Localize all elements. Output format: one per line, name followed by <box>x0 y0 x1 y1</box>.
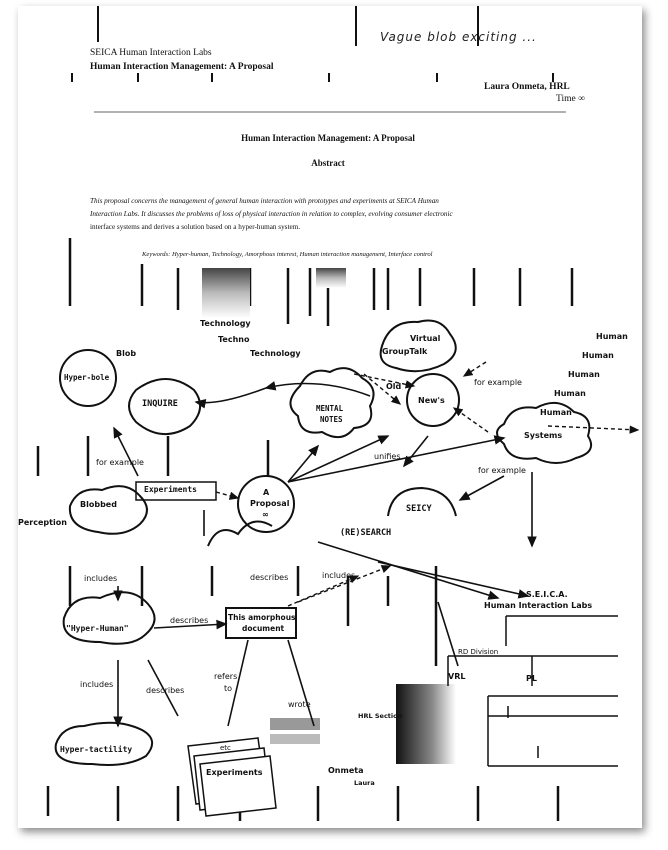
label-experiments-stack: Experiments <box>206 768 263 777</box>
label-for-example-1: for example <box>474 378 522 387</box>
label-proposal-a: A <box>263 488 269 497</box>
research-arc <box>208 522 272 547</box>
connector-arrows <box>114 384 532 727</box>
org-chart <box>448 616 618 766</box>
label-hyper-bole: Hyper-bole <box>64 373 109 382</box>
hyper-tactility-cloud <box>56 723 152 765</box>
label-includes-3: includes <box>80 680 113 689</box>
label-wrote: wrote <box>288 700 311 709</box>
label-technology: Technology <box>200 319 251 328</box>
label-techno: Techno <box>218 335 249 344</box>
label-mental: MENTAL <box>316 404 343 413</box>
label-unifies: unifies <box>374 452 401 461</box>
label-describes-1: describes <box>250 573 288 582</box>
label-notes: NOTES <box>320 415 343 424</box>
label-etc: etc <box>220 744 231 752</box>
label-laura: Laura <box>354 779 375 787</box>
label-describes-3: describes <box>146 686 184 695</box>
label-includes-1: includes <box>322 571 355 580</box>
label-blobbed: Blobbed <box>80 500 117 509</box>
glitch-gradient-block <box>270 734 320 744</box>
label-vrl: VRL <box>448 672 465 681</box>
label-human-5: Human <box>540 408 572 417</box>
label-blob: Blob <box>116 349 136 358</box>
label-includes-2: includes <box>84 574 117 583</box>
label-proposal: Proposal <box>250 499 289 508</box>
label-rd-division: RD Division <box>458 648 498 656</box>
label-seicy: SEICY <box>406 504 432 514</box>
label-human-3: Human <box>568 370 600 379</box>
document-page: SEICA Human Interaction Labs Human Inter… <box>18 6 642 828</box>
label-seica: S.E.I.C.A. <box>526 590 568 599</box>
glitch-ticks <box>72 6 553 82</box>
label-amorphous: This amorphous <box>228 613 296 622</box>
label-hrl-section: HRL Section <box>358 712 402 720</box>
label-perception: Perception <box>18 518 67 527</box>
label-for-example-2: for example <box>478 466 526 475</box>
label-news: New's <box>418 396 445 405</box>
experiments-stack <box>188 738 276 816</box>
glitch-gradient-block <box>316 268 346 288</box>
label-document: document <box>242 624 284 633</box>
label-inquire: INQUIRE <box>142 399 178 409</box>
label-human-interaction-labs: Human Interaction Labs <box>484 601 592 610</box>
label-research: (RE)SEARCH <box>340 528 391 538</box>
label-human-2: Human <box>582 351 614 360</box>
label-old: Old <box>386 382 401 391</box>
label-pl: PL <box>526 674 537 683</box>
label-human-1: Human <box>596 332 628 341</box>
glitch-bars <box>38 238 572 821</box>
label-experiments: Experiments <box>144 485 197 494</box>
label-describes-2: describes <box>170 616 208 625</box>
label-grouptalk: GroupTalk <box>382 347 427 356</box>
label-hyper-tactility: Hyper-tactility <box>60 745 132 754</box>
virtual-grouptalk-cloud <box>381 321 456 372</box>
glitch-gradient-block <box>202 268 250 318</box>
label-to: to <box>224 684 232 693</box>
label-refers: refers <box>214 672 237 681</box>
label-proposal-infinity: ∞ <box>262 510 269 519</box>
label-onmeta: Onmeta <box>328 766 363 775</box>
mental-notes-cloud <box>290 368 373 437</box>
label-systems: Systems <box>524 431 562 440</box>
label-hyper-human: "Hyper-Human" <box>66 624 129 633</box>
label-technology-2: Technology <box>250 349 301 358</box>
label-virtual: Virtual <box>410 334 440 343</box>
label-for-example-3: for example <box>96 458 144 467</box>
glitch-gradient-block <box>396 684 456 764</box>
label-human-4: Human <box>554 389 586 398</box>
